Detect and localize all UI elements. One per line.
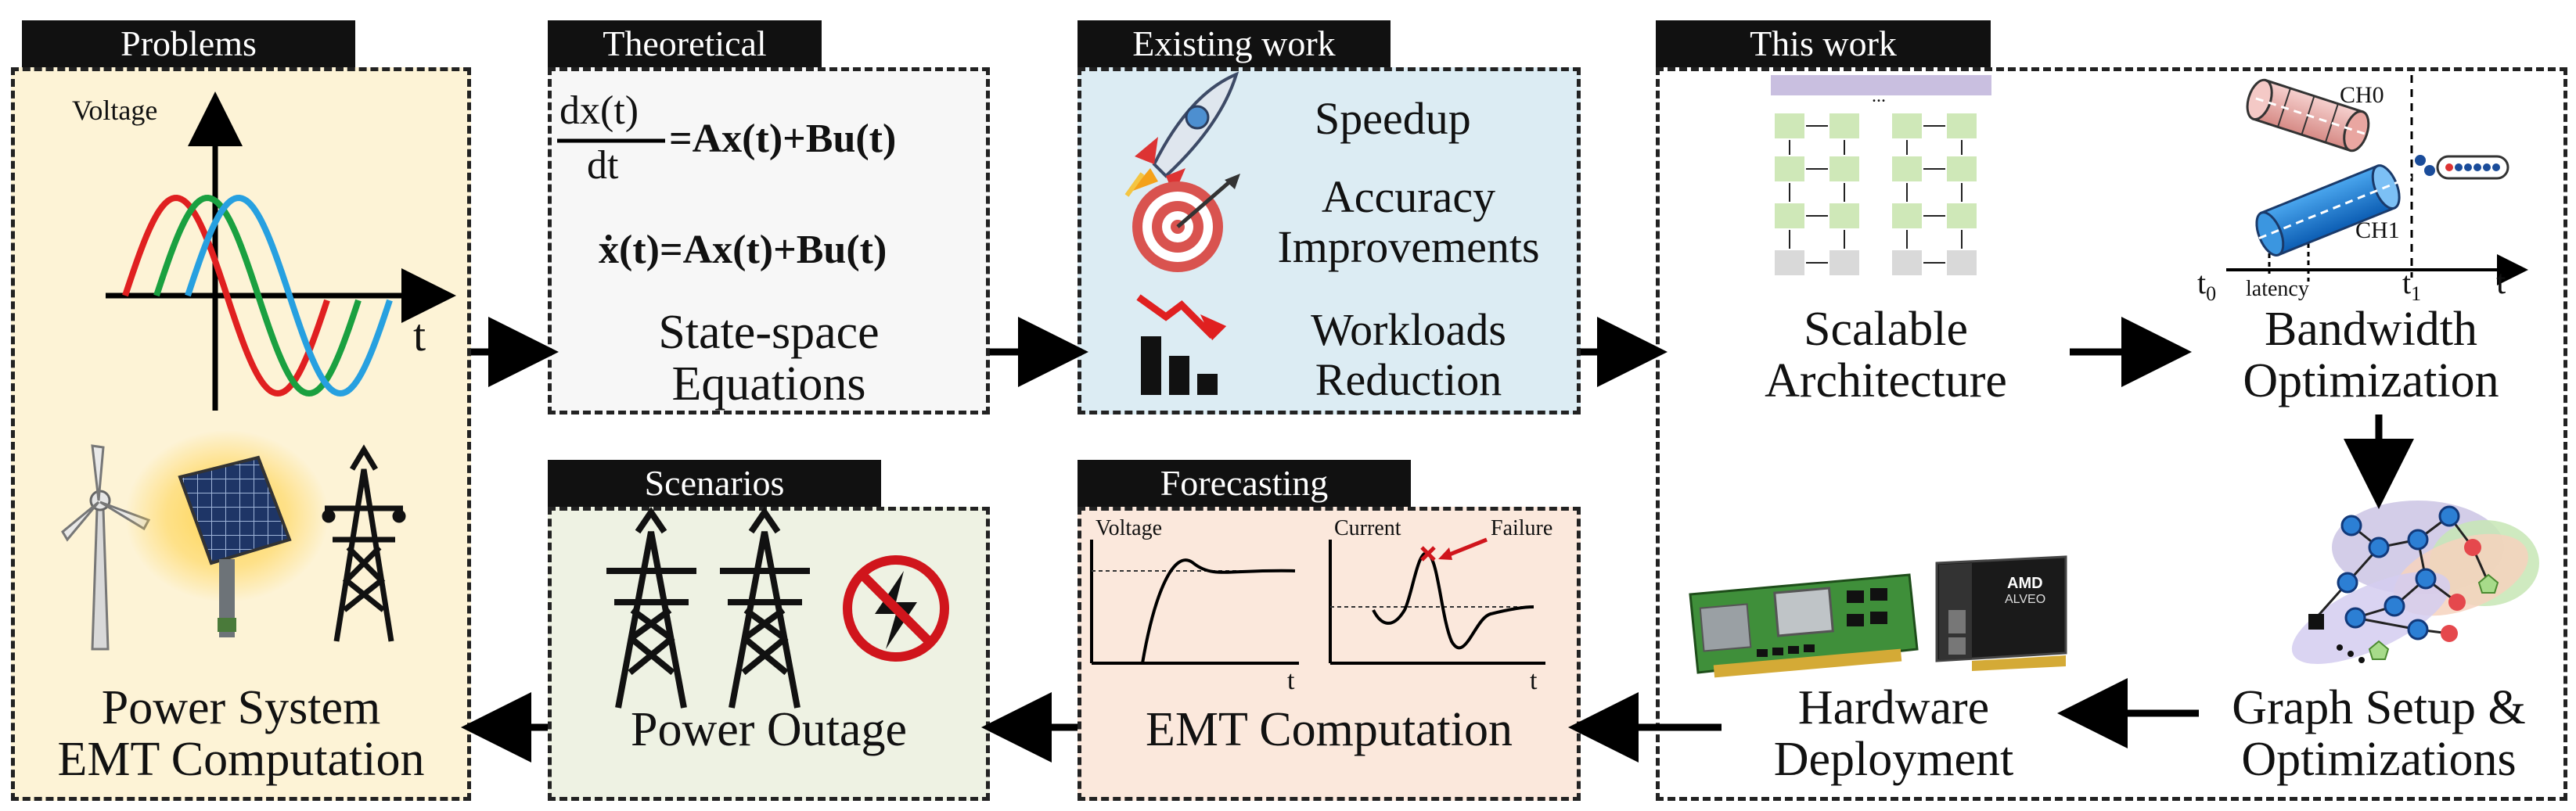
- wind-turbine-icon: [61, 444, 151, 651]
- t0-label-sub: 0: [2206, 282, 2217, 305]
- ch0-label: CH0: [2340, 82, 2384, 108]
- forecast-voltage-label: Voltage: [1096, 516, 1163, 540]
- theoretical-label-line1: State-space: [658, 306, 880, 359]
- scalable-architecture-line1: Scalable: [1803, 303, 1968, 356]
- problems-label-line2: EMT Computation: [57, 733, 425, 786]
- pe-cell: [1829, 250, 1859, 275]
- scalable-architecture-line2: Architecture: [1765, 354, 2007, 407]
- pe-cell: [1947, 113, 1977, 138]
- forecast-t1-label: t: [1287, 666, 1295, 695]
- t1-label: t1: [2402, 264, 2421, 306]
- pe-cell: [1892, 156, 1922, 181]
- workloads-text-line2: Reduction: [1315, 354, 1502, 405]
- speedup-text: Speedup: [1315, 93, 1471, 144]
- architecture-grid: [1771, 75, 1991, 275]
- target-icon: [1132, 174, 1240, 272]
- ch1-label: CH1: [2355, 217, 2400, 243]
- theoretical-label-line2: Equations: [671, 357, 866, 411]
- pe-cell: [1892, 113, 1922, 138]
- forecasting-tab: Forecasting: [1078, 460, 1411, 507]
- alveo-card-icon: [1935, 555, 2067, 671]
- transmission-tower-icon-1: [606, 506, 696, 709]
- pe-cell: [1892, 250, 1922, 275]
- failure-label: Failure: [1491, 516, 1553, 540]
- t0-label: t0: [2197, 264, 2216, 306]
- pe-cell: [1775, 113, 1804, 138]
- theoretical-label: State-space Equations: [548, 307, 990, 410]
- hardware-deployment-label: Hardware Deployment: [1722, 682, 2066, 785]
- accuracy-text-line1: Accuracy: [1321, 171, 1496, 222]
- accuracy-text-line2: Improvements: [1277, 221, 1540, 272]
- sine-wave-plot: [106, 92, 456, 411]
- problems-tab: Problems: [22, 20, 355, 67]
- pe-cell: [1892, 203, 1922, 228]
- theoretical-panel: [548, 67, 990, 414]
- hardware-deployment-line2: Deployment: [1773, 733, 2014, 786]
- workloads-text: Workloads Reduction: [1236, 305, 1581, 405]
- solar-panel-icon: [125, 430, 329, 637]
- no-power-icon: [843, 555, 949, 662]
- flow-arrows: [461, 317, 2414, 763]
- hardware-deployment-line1: Hardware: [1797, 681, 1990, 734]
- forecast-t2-label: t: [1530, 666, 1538, 695]
- voltage-step-plot: [1090, 540, 1299, 665]
- latency-label: latency: [2246, 277, 2309, 301]
- bandwidth-optimization-line1: Bandwidth: [2264, 303, 2478, 356]
- this-work-tab: This work: [1656, 20, 1991, 67]
- graph-diagram: [2291, 501, 2539, 664]
- current-failure-plot: [1329, 537, 1545, 665]
- emt-computation-label: EMT Computation: [1145, 703, 1513, 756]
- equation-2: ẋ(t)=Ax(t)+Bu(t): [599, 228, 887, 272]
- t0-label-main: t: [2197, 265, 2207, 300]
- decreasing-bars-icon: [1136, 294, 1227, 395]
- alveo-model-text: ALVEO: [2005, 593, 2046, 606]
- bw-time-axis-label: t: [2496, 263, 2506, 301]
- problems-label-line1: Power System: [101, 681, 381, 734]
- pe-cell: [1947, 250, 1977, 275]
- theoretical-tab: Theoretical: [548, 20, 822, 67]
- pe-cell: [1829, 156, 1859, 181]
- scenarios-tab: Scenarios: [548, 460, 881, 507]
- equation-1-rhs: =Ax(t)+Bu(t): [669, 117, 897, 161]
- pe-cell: [1775, 156, 1804, 181]
- graph-setup-line1: Graph Setup &: [2232, 681, 2526, 734]
- pe-cell: [1947, 156, 1977, 181]
- transmission-tower-icon: [322, 444, 406, 642]
- pe-cell: [1775, 250, 1804, 275]
- graph-setup-label: Graph Setup & Optimizations: [2183, 682, 2574, 785]
- t1-label-sub: 1: [2411, 282, 2422, 305]
- pe-cell: [1829, 203, 1859, 228]
- pe-cell: [1775, 203, 1804, 228]
- equation-1-numerator: dx(t): [559, 88, 639, 133]
- fpga-board-icon: [1689, 573, 1919, 678]
- graph-setup-line2: Optimizations: [2241, 733, 2517, 786]
- bandwidth-diagram: [2226, 75, 2528, 285]
- pe-cell: [1829, 113, 1859, 138]
- scalable-architecture-label: Scalable Architecture: [1706, 303, 2066, 407]
- accuracy-text: Accuracy Improvements: [1236, 172, 1581, 272]
- time-axis-label: t: [413, 310, 426, 361]
- pe-cell: [1947, 203, 1977, 228]
- t1-label-main: t: [2402, 265, 2412, 300]
- transmission-tower-icon-2: [720, 506, 810, 709]
- forecast-current-label: Current: [1334, 516, 1401, 540]
- rocket-icon: [1124, 71, 1239, 197]
- alveo-brand-text: AMD: [2007, 575, 2043, 592]
- existing-work-tab: Existing work: [1078, 20, 1391, 67]
- bandwidth-optimization-label: Bandwidth Optimization: [2175, 303, 2567, 407]
- problems-label: Power System EMT Computation: [11, 682, 471, 785]
- power-outage-label: Power Outage: [631, 703, 907, 756]
- architecture-ellipsis: ...: [1872, 86, 1886, 106]
- equation-1-denominator: dt: [587, 143, 619, 188]
- voltage-axis-label: Voltage: [72, 95, 158, 126]
- bandwidth-optimization-line2: Optimization: [2243, 354, 2499, 407]
- workloads-text-line1: Workloads: [1311, 304, 1506, 355]
